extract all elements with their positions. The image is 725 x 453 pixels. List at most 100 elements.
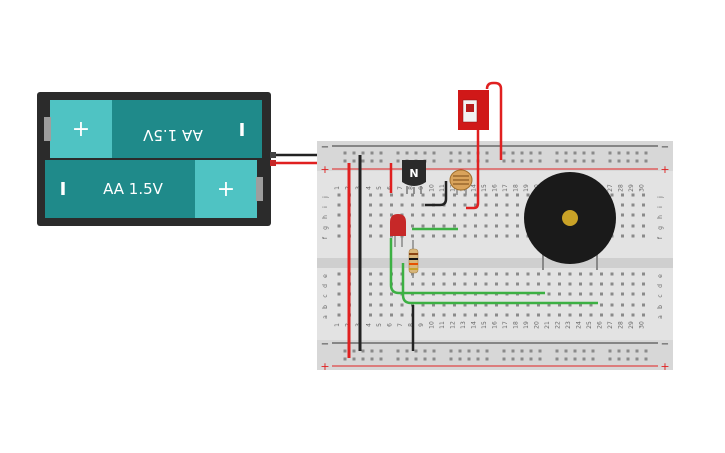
breadboard-hole [495, 303, 498, 307]
wires[interactable] [347, 81, 598, 358]
breadboard-hole [463, 303, 467, 307]
breadboard-hole [564, 349, 568, 353]
breadboard-hole [421, 193, 425, 197]
breadboard-hole [400, 203, 404, 207]
row-letter: e [657, 274, 664, 278]
breadboard-hole [495, 224, 498, 228]
breadboard-hole [505, 272, 509, 276]
rail-plus-top-left: + [320, 163, 329, 176]
transistor-npn[interactable]: N [402, 160, 426, 194]
column-number: 11 [439, 184, 446, 192]
breadboard-hole [502, 151, 506, 155]
breadboard-hole [520, 357, 524, 361]
breadboard-hole [343, 357, 347, 361]
breadboard-hole [505, 234, 509, 238]
breadboard-hole [396, 357, 400, 361]
breadboard-hole [516, 282, 519, 286]
breadboard-hole [505, 282, 509, 286]
breadboard-hole [369, 224, 372, 228]
breadboard-hole [485, 349, 489, 353]
breadboard-hole [432, 272, 435, 276]
resistor[interactable] [408, 240, 419, 278]
breadboard-hole [516, 313, 519, 317]
breadboard-hole [631, 313, 635, 317]
breadboard-hole [474, 203, 477, 207]
breadboard-hole [442, 303, 446, 307]
breadboard-hole [442, 282, 446, 286]
breadboard-hole [352, 159, 356, 163]
transistor-label: N [409, 167, 418, 180]
breadboard-hole [370, 349, 374, 353]
breadboard-hole [337, 213, 341, 217]
breadboard-hole [421, 272, 425, 276]
breadboard-hole [379, 224, 383, 228]
battery-top-plus: + [72, 117, 90, 142]
piezo-buzzer[interactable] [524, 172, 616, 270]
breadboard-hole [405, 349, 409, 353]
column-number: 4 [366, 323, 373, 327]
battery-cell-top: + I AA 1.5V [44, 100, 262, 158]
breadboard-hole [635, 151, 639, 155]
breadboard-hole [379, 203, 383, 207]
photoresistor[interactable] [449, 169, 473, 195]
breadboard-hole [644, 357, 648, 361]
breadboard-hole [642, 292, 645, 296]
breadboard-hole [568, 292, 572, 296]
breadboard-hole [529, 151, 533, 155]
breadboard-hole [369, 303, 372, 307]
breadboard-hole [421, 213, 425, 217]
breadboard-hole [558, 282, 561, 286]
breadboard-hole [453, 303, 456, 307]
battery-top-label: AA 1.5V [142, 126, 203, 144]
breadboard-hole [516, 213, 519, 217]
breadboard-hole [621, 292, 624, 296]
breadboard-hole [337, 272, 341, 276]
breadboard-hole [370, 357, 374, 361]
breadboard-hole [573, 357, 577, 361]
breadboard-hole [600, 313, 603, 317]
breadboard-hole [442, 272, 446, 276]
column-number: 18 [513, 321, 520, 329]
row-letter: j [657, 196, 664, 199]
breadboard-hole [642, 234, 645, 238]
breadboard-hole [579, 292, 582, 296]
slide-switch[interactable] [458, 90, 489, 130]
breadboard-hole [547, 272, 551, 276]
breadboard-hole [495, 213, 498, 217]
breadboard-hole [642, 272, 645, 276]
breadboard-hole [621, 234, 624, 238]
breadboard-hole [589, 303, 593, 307]
breadboard-hole [608, 151, 612, 155]
breadboard-hole [379, 193, 383, 197]
breadboard-hole [495, 282, 498, 286]
breadboard-hole [589, 313, 593, 317]
breadboard-hole [400, 313, 404, 317]
breadboard-hole [610, 272, 614, 276]
breadboard-hole [379, 349, 383, 353]
breadboard-hole [555, 159, 559, 163]
battery-pack[interactable]: + I AA 1.5V I AA 1.5V + [37, 92, 271, 226]
row-letter: c [322, 294, 329, 297]
column-number: 16 [492, 321, 499, 329]
breadboard-hole [432, 282, 435, 286]
breadboard[interactable]: 1234567891011121314151617181920212223242… [317, 141, 673, 373]
breadboard-hole [642, 282, 645, 286]
breadboard-hole [635, 349, 639, 353]
breadboard-hole [442, 313, 446, 317]
breadboard-hole [369, 272, 372, 276]
row-letter: b [657, 305, 664, 309]
wire-black-curve [425, 181, 448, 207]
red-led[interactable] [390, 214, 406, 247]
breadboard-hole [379, 313, 383, 317]
breadboard-hole [644, 151, 648, 155]
breadboard-hole [369, 213, 372, 217]
breadboard-hole [547, 313, 551, 317]
breadboard-hole [582, 357, 586, 361]
wire-red-switch-left [466, 128, 480, 210]
breadboard-hole [516, 303, 519, 307]
breadboard-hole [352, 357, 356, 361]
column-number: 14 [471, 321, 478, 329]
row-letter: j [322, 196, 329, 199]
breadboard-hole [432, 213, 435, 217]
